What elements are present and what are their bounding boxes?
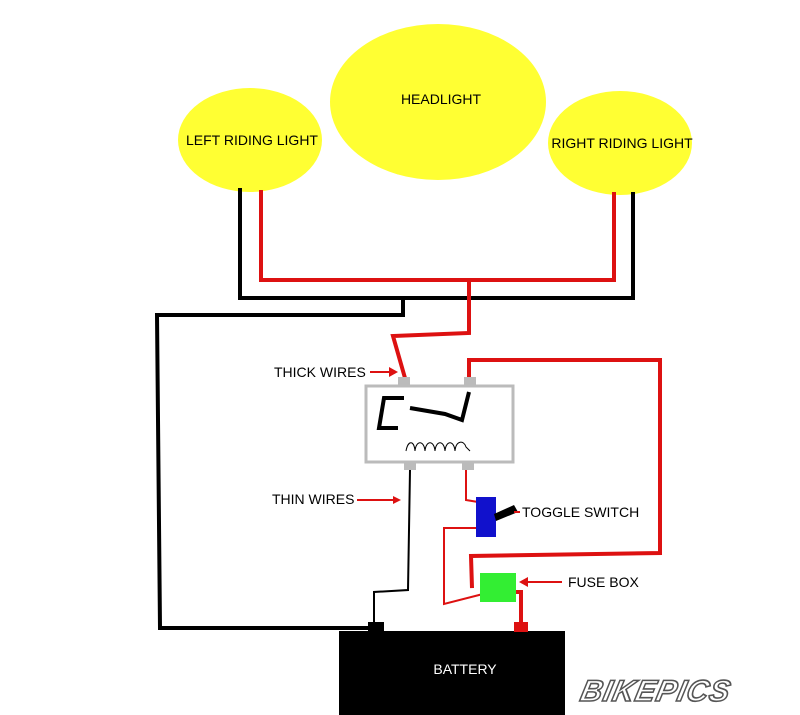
relay-terminal-bottom-right [462,461,474,470]
red-wire-right-lamp [469,192,616,282]
label-thin-wires: THIN WIRES [272,491,354,507]
toggle-switch-lever [494,505,518,521]
label-headlight: HEADLIGHT [401,91,482,107]
thin-wire-relay-to-switch [465,470,479,503]
black-wire-ground-to-battery [154,298,405,630]
battery [339,631,565,715]
toggle-switch [476,497,496,537]
relay-terminal-top-right [464,377,476,386]
thin-wire-relay-to-battery [373,469,411,624]
relay-coil [405,441,471,452]
red-wire-relay-to-fuse [467,358,662,589]
red-wire-to-relay [390,280,471,379]
battery-negative-terminal [368,622,384,632]
thin-wire-switch-to-fuse [443,527,484,606]
label-left-riding-light: LEFT RIDING LIGHT [186,132,318,148]
red-wire-left-lamp [259,190,469,282]
arrow-icon-fuse-box [519,577,562,587]
relay-contact-left [376,396,404,430]
fuse-box [480,573,516,602]
black-wire-left-lamp [238,188,403,300]
watermark-logo: BIKEPICS [578,675,735,708]
red-wire-fuse-to-battery [516,590,523,624]
right-riding-light-lamp [548,91,692,195]
arrow-icon-thin-wires [357,496,401,504]
relay-switch-arm [409,391,471,423]
label-toggle-switch: TOGGLE SWITCH [522,504,639,520]
label-fuse-box: FUSE BOX [568,574,639,590]
relay-box [364,384,515,464]
left-riding-light-lamp [178,88,322,192]
label-right-riding-light: RIGHT RIDING LIGHT [551,135,693,151]
label-battery: BATTERY [433,661,497,677]
black-wire-right-lamp [403,192,635,300]
arrow-icon-thick-wires [370,367,398,377]
headlight-lamp [330,24,546,180]
relay-terminal-bottom-left [404,461,416,470]
label-thick-wires: THICK WIRES [274,364,366,380]
battery-positive-terminal [514,622,528,632]
relay-terminal-top-left [398,377,410,386]
